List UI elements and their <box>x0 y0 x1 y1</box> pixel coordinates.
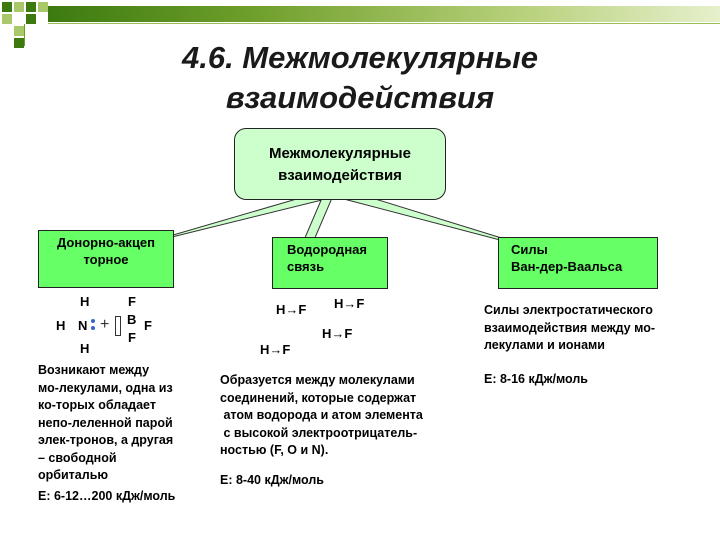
vdw-heading-line1: Силы <box>511 242 548 257</box>
donor-text-line: – свободной <box>38 450 117 465</box>
hydrogen-description: Образуется между молекулами соединений, … <box>220 372 423 460</box>
slide-title-line1: 4.6. Межмолекулярные <box>181 40 539 75</box>
vdw-text-line: взаимодействия между мо- <box>484 320 655 335</box>
donor-energy: E: 6-12…200 кДж/моль <box>38 489 176 503</box>
hydrogen-heading-line2: связь <box>287 259 325 274</box>
corner-square <box>26 14 36 24</box>
central-concept-box: Межмолекулярные взаимодействия <box>234 128 446 200</box>
slide-title: 4.6. Межмолекулярные взаимодействия <box>0 38 720 118</box>
vdw-heading-line2: Ван-дер-Ваальса <box>511 259 623 274</box>
center-line2: взаимодействия <box>278 167 402 184</box>
connector-right <box>339 197 509 241</box>
atom-h-left: H <box>56 318 66 333</box>
atom-h-top: H <box>80 294 90 309</box>
donor-text-line: Возникают между <box>38 363 150 377</box>
van-der-waals-box: Силы Ван-дер-Ваальса <box>498 237 658 289</box>
header-stripe <box>48 6 720 22</box>
empty-orbital-icon <box>115 316 121 336</box>
hf-bond: H→F <box>334 296 365 311</box>
hf-bond: H→F <box>276 302 307 317</box>
header-vertical-rule <box>24 24 25 46</box>
vdw-description: Силы электростатического взаимодействия … <box>484 302 655 355</box>
hydrogen-energy: E: 8-40 кДж/моль <box>220 473 324 487</box>
hydrogen-text-line: соединений, которые содержат <box>220 390 417 405</box>
atom-f-top: F <box>128 294 136 309</box>
corner-square <box>38 2 48 12</box>
hydrogen-text-line: атом водорода и атом элемента <box>220 408 423 422</box>
vdw-energy: E: 8-16 кДж/моль <box>484 372 588 386</box>
hydrogen-text-line: Образуется между молекулами <box>220 373 415 387</box>
connector-left <box>155 197 331 241</box>
donor-heading-line2: торное <box>83 252 129 267</box>
lone-pair-icon <box>91 319 95 330</box>
hydrogen-text-line: с высокой электроотрицатель- <box>220 425 418 440</box>
donor-text-line: непо-леленной парой <box>38 415 173 430</box>
donor-heading-line1: Донорно-акцеп <box>56 235 156 250</box>
donor-text-line: ко-торых обладает <box>38 398 156 412</box>
atom-f-right: F <box>144 318 152 333</box>
slide-title-line2: взаимодействия <box>225 80 495 115</box>
corner-square <box>14 26 24 36</box>
donor-text-line: орбиталью <box>38 468 109 482</box>
hydrogen-text-line: ностью (F, O и N). <box>220 443 329 457</box>
atom-n: N <box>78 318 88 333</box>
corner-square <box>14 2 24 12</box>
vdw-text-line: Силы электростатического <box>484 303 653 317</box>
vdw-text-line: лекулами и ионами <box>484 338 605 352</box>
hydrogen-bond-box: Водородная связь <box>272 237 388 289</box>
corner-square <box>26 2 36 12</box>
atom-h-bottom: H <box>80 341 90 356</box>
donor-text-line: элек-тронов, а другая <box>38 433 174 447</box>
center-line1: Межмолекулярные <box>269 145 411 162</box>
connector-middle <box>303 197 333 241</box>
atom-b: B <box>127 312 137 327</box>
hf-bond: H→F <box>260 342 291 357</box>
header-rule <box>48 23 720 24</box>
hydrogen-heading-line1: Водородная <box>287 242 367 257</box>
corner-square <box>2 2 12 12</box>
atom-f-bottom: F <box>128 330 136 345</box>
donor-description: Возникают между мо-лекулами, одна из ко-… <box>38 362 173 485</box>
donor-acceptor-box: Донорно-акцеп торное <box>38 230 174 288</box>
corner-square <box>14 38 24 48</box>
donor-text-line: мо-лекулами, одна из <box>38 380 173 395</box>
plus-sign: + <box>100 316 110 333</box>
corner-square <box>2 14 12 24</box>
hf-bond: H→F <box>322 326 353 341</box>
